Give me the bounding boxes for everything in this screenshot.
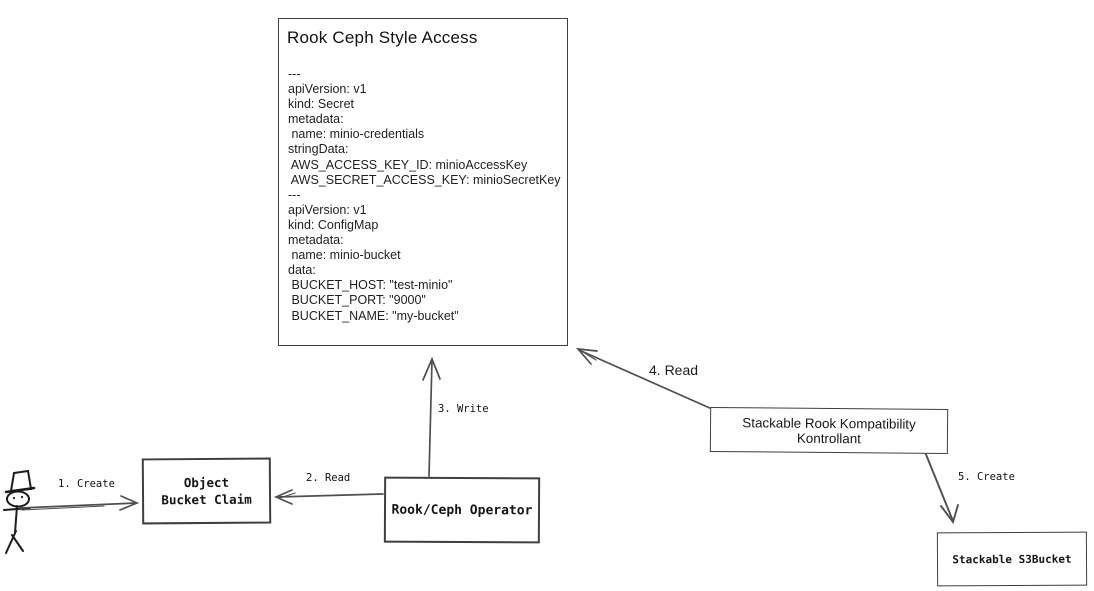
arrow-read-main [575,347,713,410]
main-box-title: Rook Ceph Style Access [287,28,478,47]
node-stackable-s3bucket-label: Stackable S3Bucket [952,552,1072,566]
node-object-bucket-claim: Object Bucket Claim [141,457,272,525]
node-object-bucket-claim-label: Object Bucket Claim [161,474,252,508]
arrow-label-3-write: 3. Write [438,403,489,415]
stick-figure-user-icon [3,469,36,554]
arrow-label-5-create: 5. Create [958,471,1015,483]
node-stackable-rook-kompatibility-kontrollant: Stackable Rook Kompatibility Kontrollant [709,406,949,455]
yaml-manifest: --- apiVersion: v1 kind: Secret metadata… [288,67,561,323]
arrow-create-s3bucket [924,451,959,525]
arrow-create-obc [19,495,140,511]
node-rook-ceph-operator-label: Rook/Ceph Operator [391,502,533,518]
node-rook-ceph-style-access: Rook Ceph Style Access --- apiVersion: v… [278,18,568,346]
arrow-label-2-read: 2. Read [306,472,351,484]
arrow-label-4-read: 4. Read [649,362,699,378]
node-rook-ceph-operator: Rook/Ceph Operator [383,476,541,544]
arrow-read-obc [273,489,384,505]
node-stackable-s3bucket: Stackable S3Bucket [936,531,1088,587]
node-stackable-rook-kompatibility-kontrollant-label: Stackable Rook Kompatibility Kontrollant [742,414,916,446]
arrow-label-1-create: 1. Create [58,478,115,490]
arrow-write-main [422,356,441,477]
